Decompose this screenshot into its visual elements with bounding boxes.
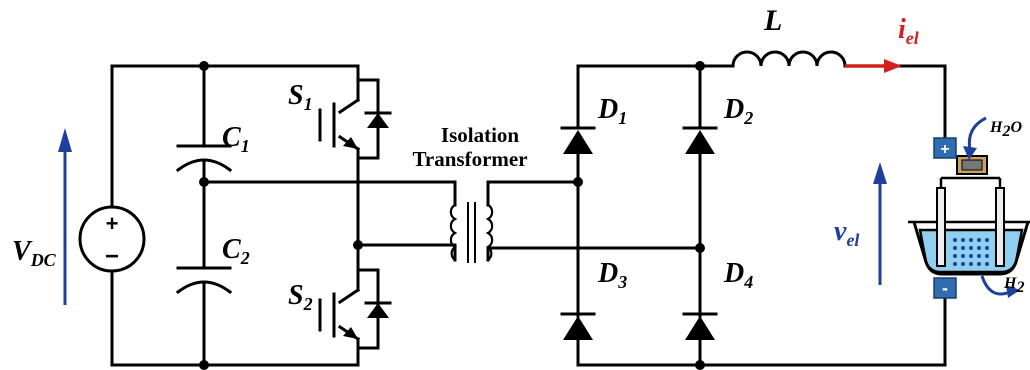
h2-arrow	[980, 275, 1020, 298]
d2-label: D2	[723, 94, 753, 128]
h2o-arrow	[963, 116, 987, 160]
negative-terminal	[933, 277, 957, 299]
transformer-label-line1: Isolation	[441, 123, 520, 147]
diode-d4	[682, 312, 718, 340]
dc-source: + −	[78, 64, 146, 367]
inductor-label: L	[763, 4, 782, 37]
iel-label: iel	[898, 14, 919, 48]
vdc-label: VDC	[12, 236, 57, 270]
source-plus-sign: +	[106, 211, 119, 236]
positive-terminal	[933, 137, 957, 159]
diode-d2	[682, 126, 718, 154]
d3-label: D3	[597, 258, 627, 292]
h2o-label: H2O	[989, 119, 1022, 140]
capacitor-c1	[175, 64, 233, 184]
s1-label: S1	[288, 80, 313, 114]
d4-label: D4	[723, 258, 753, 292]
current-arrow	[845, 59, 902, 73]
c1-label: C1	[222, 122, 250, 156]
isolation-transformer	[449, 202, 494, 263]
switch-s1	[318, 64, 392, 247]
d1-label: D1	[597, 94, 627, 128]
vel-arrow	[873, 162, 887, 285]
cell-plus-sign: +	[940, 141, 949, 158]
s2-label: S2	[288, 280, 313, 314]
electrolyzer-cell	[908, 137, 1030, 299]
vel-label: vel	[834, 216, 859, 250]
vdc-arrow	[58, 128, 72, 305]
cell-minus-sign: -	[942, 278, 948, 298]
transformer-label-line2: Transformer	[412, 147, 527, 171]
switch-s2	[318, 243, 392, 367]
diode-d3	[560, 312, 596, 340]
diode-d1	[560, 126, 596, 154]
inductor-l	[698, 50, 947, 68]
secondary-wiring	[486, 177, 705, 262]
source-minus-sign: −	[105, 243, 119, 270]
diode-bridge-wiring	[576, 61, 947, 370]
capacitor-c2	[175, 180, 233, 367]
h2-label: H2	[1003, 275, 1024, 296]
c2-label: C2	[222, 234, 250, 268]
